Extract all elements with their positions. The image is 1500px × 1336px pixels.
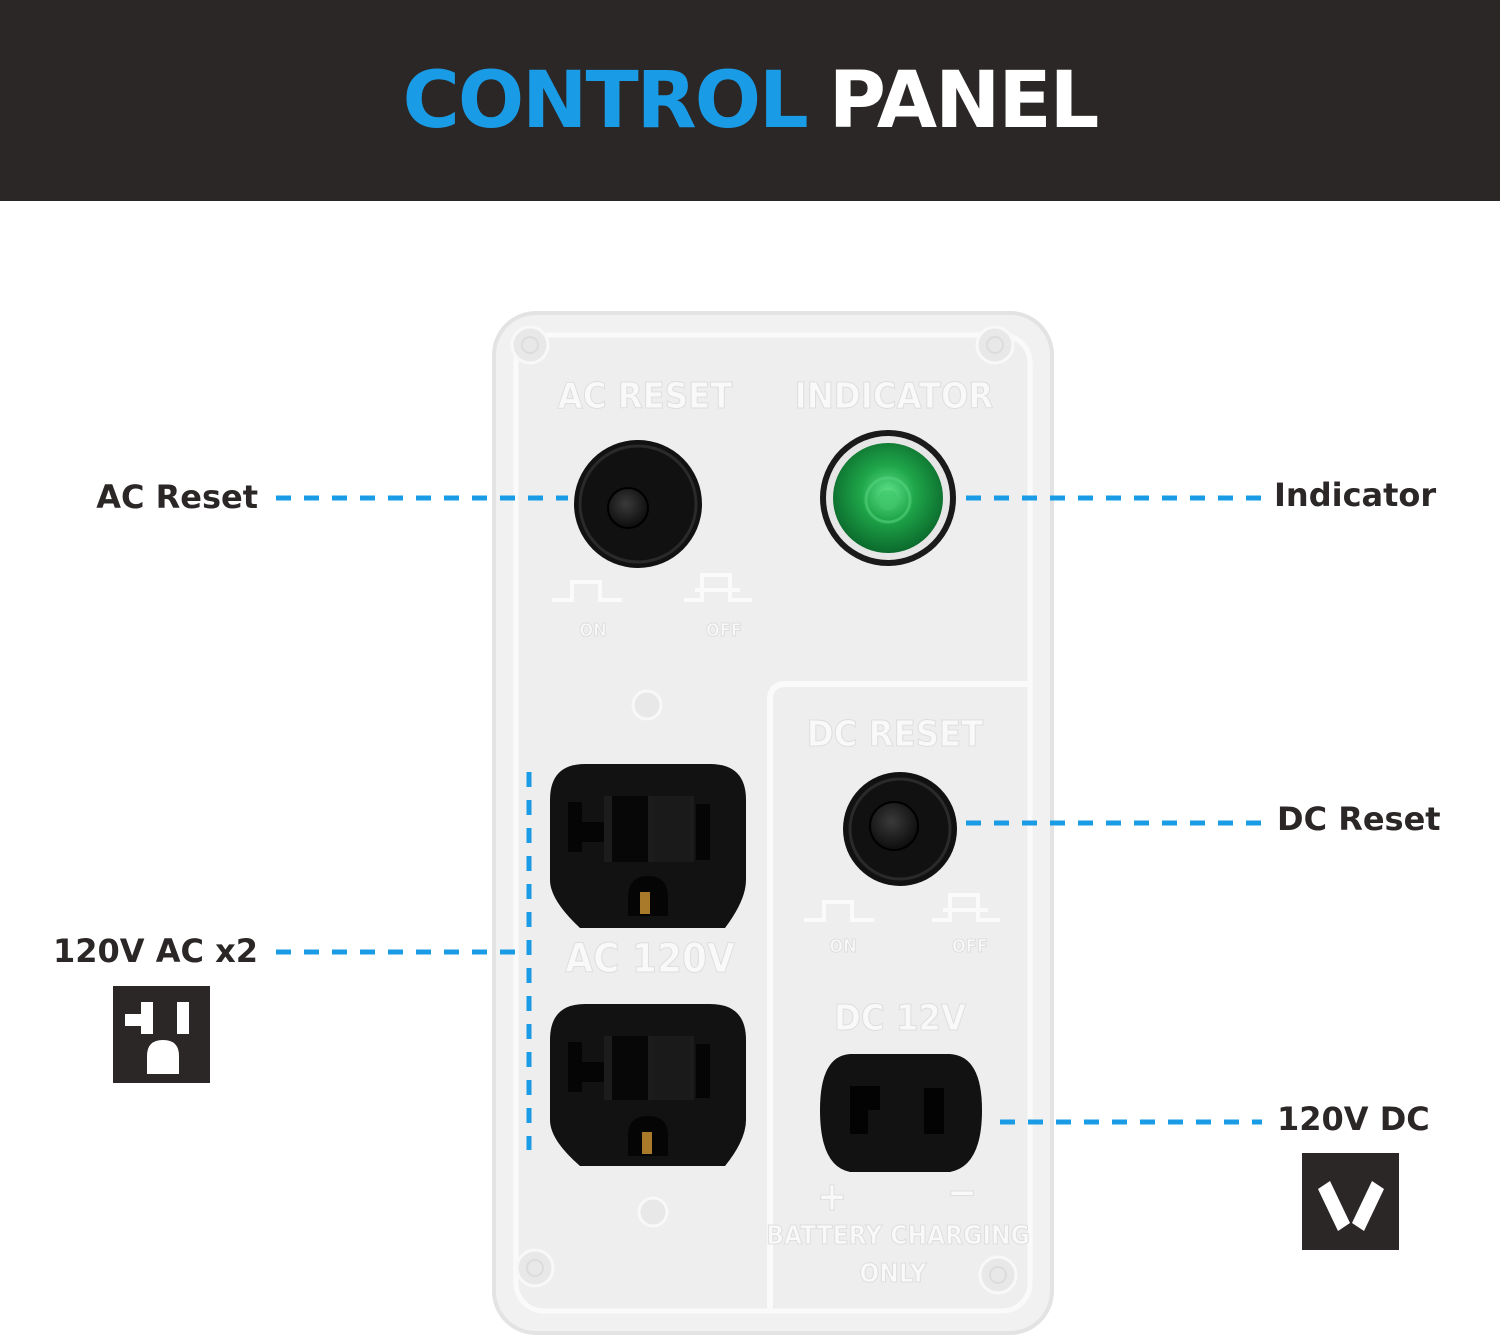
ac-outlet-bottom[interactable] [550, 1004, 746, 1166]
dc-reset-callout: DC Reset [1277, 800, 1441, 838]
indicator-light [820, 430, 956, 566]
panel-screw-bottom-right [978, 1255, 1018, 1295]
title-secondary: PANEL [828, 55, 1100, 146]
indicator-panel-label: INDICATOR [795, 376, 994, 417]
panel-screw-top-left [510, 325, 550, 365]
dc-outlet[interactable] [820, 1054, 982, 1172]
ac-on-symbol [552, 580, 622, 602]
dc-reset-button[interactable] [843, 772, 957, 886]
ac-reset-callout: AC Reset [96, 478, 258, 516]
ac-off-label: OFF [706, 620, 742, 641]
battery-charging-line1: BATTERY CHARGING [766, 1221, 1030, 1251]
dc-on-symbol [804, 900, 874, 922]
dc-reset-panel-label: DC RESET [807, 714, 984, 755]
dc-outlet-callout: 120V DC [1277, 1100, 1430, 1138]
dc-outlet-panel-label: DC 12V [834, 998, 966, 1039]
ac-outlets-callout: 120V AC x2 [53, 932, 258, 970]
ac-reset-panel-label: AC RESET [558, 376, 733, 417]
ac-reset-button[interactable] [574, 440, 702, 568]
panel-screw-top-right [975, 325, 1015, 365]
ac-outlet-top[interactable] [550, 764, 746, 928]
ac-off-symbol [684, 573, 752, 602]
ac-outlet-panel-label: AC 120V [565, 936, 735, 982]
indicator-callout: Indicator [1274, 476, 1437, 514]
dc-on-label: ON [829, 936, 856, 957]
title-primary: CONTROL [402, 55, 809, 146]
battery-charging-line2: ONLY [859, 1259, 927, 1289]
ac-outlet-icon [113, 986, 210, 1083]
dc-off-symbol [932, 893, 1000, 922]
dc-minus-sign: − [947, 1170, 977, 1216]
outlet-screw-top [631, 689, 663, 721]
dc-plus-sign: + [817, 1174, 847, 1220]
ac-on-label: ON [579, 620, 606, 641]
panel-screw-bottom-left [515, 1248, 555, 1288]
outlet-screw-bottom [637, 1196, 669, 1228]
dc-off-label: OFF [952, 936, 988, 957]
dc-outlet-icon [1302, 1153, 1399, 1250]
